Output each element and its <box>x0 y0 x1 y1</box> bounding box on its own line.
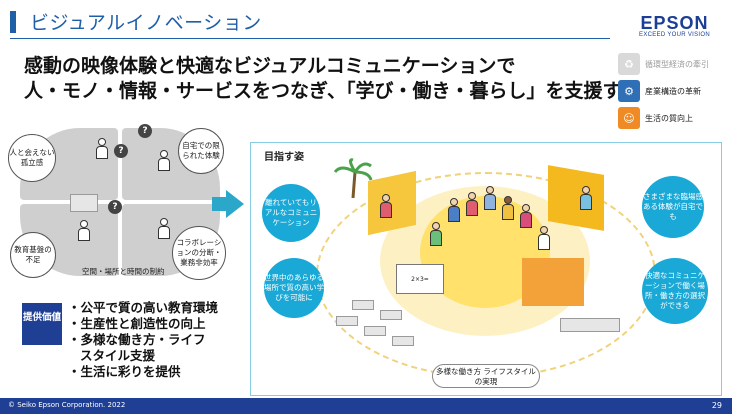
value-tag: 提供価値 <box>22 303 62 345</box>
problem-isolation: 人と会えない孤立感 <box>8 134 56 182</box>
headline: 感動の映像体験と快適なビジュアルコミュニケーションで 人・モノ・情報・サービスを… <box>24 54 641 104</box>
people-icon: ☺ <box>618 107 640 129</box>
logo-brand: EPSON <box>640 13 709 33</box>
epson-logo: EPSON EXCEED YOUR VISION <box>639 14 710 38</box>
question-mark-icon: ? <box>138 124 152 138</box>
arrow-right-icon <box>226 190 244 218</box>
person-illustration <box>158 218 170 240</box>
question-mark-icon: ? <box>114 144 128 158</box>
logo-tagline: EXCEED YOUR VISION <box>639 32 710 38</box>
beach-scene-projection <box>368 170 416 236</box>
copyright: © Seiko Epson Corporation. 2022 <box>8 401 126 409</box>
vision-caption: 多様な働き方 ライフスタイルの実現 <box>432 364 540 388</box>
problems-diagram: ? ? ? 人と会えない孤立感 自宅での限られた体験 教育基盤の不足 コラボレー… <box>8 120 228 290</box>
footer-bar: © Seiko Epson Corporation. 2022 29 <box>0 398 732 414</box>
person-illustration <box>466 192 478 218</box>
legend-label: 循環型経済の牽引 <box>645 59 709 69</box>
desk-illustration <box>380 310 402 320</box>
person-illustration <box>158 150 170 172</box>
beach-person-illustration <box>380 194 392 220</box>
title-divider <box>10 38 610 39</box>
person-illustration <box>502 196 514 222</box>
yoga-person-illustration <box>580 186 592 212</box>
person-illustration <box>78 220 90 242</box>
constraint-label: 空間・場所と時間の制約 <box>82 267 165 276</box>
person-illustration <box>538 226 550 252</box>
vision-workstyle-choice: 快適なコミュニケーションで働く場所・働き方の選択ができる <box>642 258 708 324</box>
legend-item-quality-of-life: ☺ 生活の質向上 <box>618 106 724 130</box>
value-list: ・公平で質の高い教育環境 ・生産性と創造性の向上 ・多様な働き方・ライフ スタイ… <box>68 300 218 380</box>
value-item: ・生産性と創造性の向上 <box>68 316 206 331</box>
palm-tree-illustration <box>333 158 373 199</box>
yoga-scene-projection <box>548 165 604 231</box>
video-conference-screen <box>522 258 584 306</box>
title-accent-bar <box>10 11 16 33</box>
recycle-icon: ♻ <box>618 53 640 75</box>
value-item: ・公平で質の高い教育環境 <box>68 300 219 315</box>
arrow-tail <box>212 197 228 211</box>
legend-label: 生活の質向上 <box>645 113 693 123</box>
problem-education-base: 教育基盤の不足 <box>10 232 56 278</box>
problem-collaboration: コラボレーションの分断・業務非効率 <box>172 226 226 280</box>
problem-home-experience: 自宅での限られた体験 <box>178 128 224 174</box>
legend-item-circular-economy: ♻ 循環型経済の牽引 <box>618 52 724 76</box>
vision-home-experiences: さまざまな臨場感ある体験が自宅でも <box>642 176 704 238</box>
value-item: ・生活に彩りを提供 <box>68 364 181 379</box>
headline-line-1: 感動の映像体験と快適なビジュアルコミュニケーションで <box>24 55 516 77</box>
legend-label: 産業構造の革新 <box>645 86 701 96</box>
person-illustration <box>448 198 460 224</box>
vision-world-learning: 世界中のあらゆる場所で質の高い学びを可能に <box>264 258 324 318</box>
desk-illustration <box>392 336 414 346</box>
person-illustration <box>484 186 496 212</box>
legend-item-industry: ⚙ 産業構造の革新 <box>618 79 724 103</box>
vision-title: 目指す姿 <box>264 152 304 163</box>
whiteboard-illustration <box>70 194 98 212</box>
office-table-illustration <box>560 318 620 332</box>
question-mark-icon: ? <box>108 200 122 214</box>
value-item: ・多様な働き方・ライフ <box>68 332 206 347</box>
desk-illustration <box>364 326 386 336</box>
gears-icon: ⚙ <box>618 80 640 102</box>
classroom-whiteboard: 2×3= <box>396 264 444 294</box>
desk-illustration <box>336 316 358 326</box>
person-illustration <box>96 138 108 160</box>
headline-line-2: 人・モノ・情報・サービスをつなぎ、「学び・働き・暮らし」を支援する <box>24 80 641 102</box>
desk-illustration <box>352 300 374 310</box>
person-illustration <box>520 204 532 230</box>
materiality-legend: ♻ 循環型経済の牽引 ⚙ 産業構造の革新 ☺ 生活の質向上 <box>618 52 724 133</box>
person-illustration <box>430 222 442 248</box>
page-title: ビジュアルイノベーション <box>30 12 262 34</box>
value-item: スタイル支援 <box>80 348 156 363</box>
page-number: 29 <box>711 401 722 410</box>
vision-remote-communication: 離れていてもリアルなコミュニケーション <box>262 184 320 242</box>
